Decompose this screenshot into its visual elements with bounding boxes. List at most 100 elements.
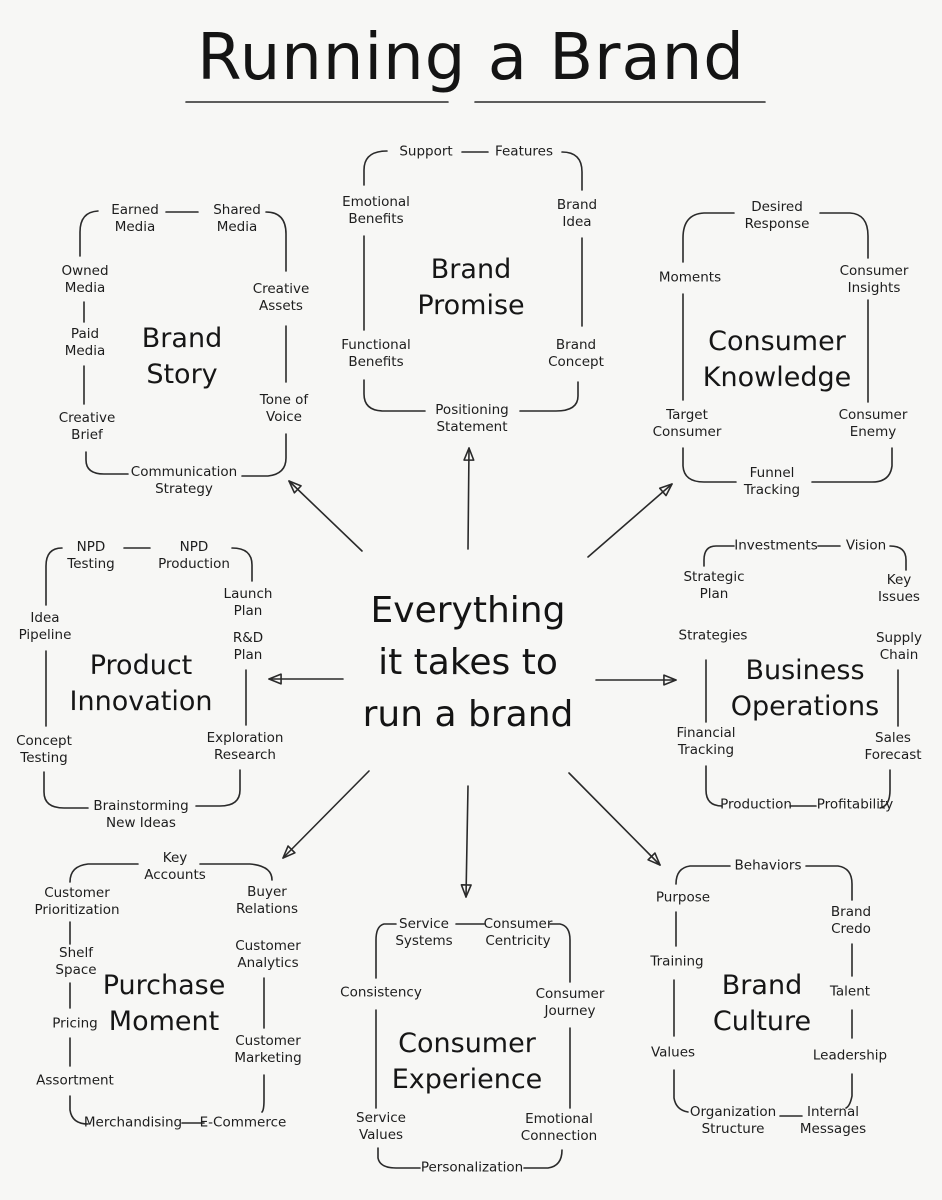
- brand-story-item: Communication Strategy: [130, 464, 238, 497]
- purchase-moment-item: Pricing: [52, 1015, 98, 1032]
- brand-story-item: Earned Media: [111, 202, 159, 235]
- consumer-experience-title: Consumer Experience: [391, 1028, 543, 1095]
- purchase-moment-frame: [69, 863, 139, 883]
- page-title: Running a Brand: [197, 21, 745, 95]
- arrow-shaft: [587, 483, 673, 558]
- product-innovation-item: NPD Production: [158, 539, 230, 572]
- product-innovation-frame: [45, 547, 63, 606]
- brand-culture-item: Purpose: [655, 889, 711, 906]
- consumer-experience-frame: [549, 923, 571, 983]
- central-node: Everything it takes to run a brand: [363, 585, 574, 741]
- arrow-shaft: [465, 785, 469, 898]
- brand-story-item: Creative Brief: [58, 410, 116, 443]
- purchase-moment-item: Merchandising: [83, 1114, 183, 1131]
- brand-promise-title: Brand Promise: [417, 254, 525, 321]
- purchase-moment-item: Customer Analytics: [235, 938, 301, 971]
- consumer-knowledge-frame: [811, 447, 893, 483]
- brand-promise-item: Emotional Benefits: [342, 194, 410, 227]
- product-innovation-item: Idea Pipeline: [18, 610, 72, 643]
- brand-story-frame: [265, 211, 287, 272]
- purchase-moment-item: Assortment: [36, 1072, 114, 1089]
- business-operations-frame: [703, 545, 735, 567]
- product-innovation-item: NPD Testing: [67, 539, 115, 572]
- consumer-experience-item: Consumer Journey: [535, 986, 605, 1019]
- brand-story-item: Paid Media: [64, 326, 106, 359]
- brand-culture-item: Training: [650, 953, 704, 970]
- consumer-experience-item: Service Systems: [395, 916, 453, 949]
- purchase-moment-item: Customer Prioritization: [34, 885, 120, 918]
- central-line-1: Everything: [370, 590, 566, 631]
- arrow-head: [282, 845, 296, 859]
- arrow-head: [268, 673, 282, 685]
- arrow-shaft: [282, 770, 370, 859]
- purchase-moment-frame: [69, 1095, 89, 1125]
- consumer-experience-item: Consumer Centricity: [483, 916, 553, 949]
- brand-story-frame: [241, 433, 287, 477]
- brand-culture-item: Organization Structure: [689, 1104, 777, 1137]
- brand-story-frame: [85, 451, 129, 475]
- consumer-knowledge-item: Consumer Enemy: [838, 407, 908, 440]
- brand-culture-frame: [805, 865, 853, 901]
- consumer-experience-item: Personalization: [420, 1159, 524, 1176]
- brand-culture-item: Leadership: [812, 1047, 888, 1064]
- brand-promise-frame: [363, 379, 426, 412]
- business-operations-frame: [705, 765, 723, 807]
- business-operations-frame: [889, 545, 907, 571]
- brand-promise-frame: [519, 381, 579, 412]
- product-innovation-item: Brainstorming New Ideas: [93, 798, 189, 831]
- business-operations-item: Sales Forecast: [864, 730, 922, 763]
- purchase-moment-frame: [261, 1074, 265, 1113]
- product-innovation-frame: [43, 771, 89, 809]
- arrow-head: [658, 483, 673, 497]
- consumer-experience-item: Consistency: [340, 984, 422, 1001]
- central-line-3: run a brand: [362, 694, 574, 735]
- business-operations-item: Profitability: [816, 796, 894, 813]
- arrow-head: [463, 447, 475, 461]
- purchase-moment-item: Customer Marketing: [234, 1033, 302, 1066]
- brand-promise-frame: [561, 151, 583, 191]
- product-innovation-item: R&D Plan: [232, 630, 264, 663]
- central-line-2: it takes to: [378, 642, 558, 683]
- consumer-knowledge-item: Target Consumer: [652, 407, 722, 440]
- brand-promise-item: Positioning Statement: [435, 402, 509, 435]
- consumer-knowledge-item: Consumer Insights: [839, 263, 909, 296]
- consumer-knowledge-frame: [682, 212, 735, 263]
- brand-story-item: Creative Assets: [252, 281, 310, 314]
- consumer-knowledge-frame: [819, 212, 869, 259]
- purchase-moment-title: Purchase Moment: [102, 970, 226, 1037]
- brand-culture-frame: [675, 865, 731, 885]
- business-operations-item: Strategies: [678, 627, 748, 644]
- consumer-experience-frame: [375, 923, 397, 979]
- consumer-experience-frame: [523, 1149, 563, 1169]
- consumer-knowledge-frame: [682, 447, 737, 483]
- brand-story-item: Shared Media: [213, 202, 261, 235]
- brand-culture-item: Values: [650, 1044, 696, 1061]
- consumer-knowledge-item: Moments: [658, 269, 722, 286]
- consumer-knowledge-title: Consumer Knowledge: [702, 326, 852, 393]
- brand-culture-frame: [845, 1073, 853, 1109]
- arrow-head: [460, 884, 472, 898]
- brand-culture-item: Talent: [829, 983, 871, 1000]
- arrow-head: [647, 852, 661, 866]
- brand-story-title: Brand Story: [141, 323, 223, 390]
- business-operations-item: Vision: [845, 537, 887, 554]
- arrow-shaft: [467, 447, 470, 550]
- business-operations-item: Strategic Plan: [683, 569, 745, 602]
- product-innovation-item: Exploration Research: [206, 730, 284, 763]
- product-innovation-item: Launch Plan: [223, 586, 273, 619]
- brand-promise-item: Brand Concept: [548, 337, 604, 370]
- product-innovation-title: Product Innovation: [69, 650, 213, 717]
- product-innovation-frame: [231, 547, 253, 582]
- brand-story-frame: [79, 210, 99, 257]
- business-operations-item: Financial Tracking: [676, 725, 736, 758]
- purchase-moment-item: E-Commerce: [199, 1114, 287, 1131]
- purchase-moment-frame: [199, 863, 273, 881]
- business-operations-item: Production: [720, 796, 792, 813]
- brand-culture-item: Internal Messages: [799, 1104, 867, 1137]
- arrow-shaft: [568, 772, 661, 866]
- product-innovation-frame: [195, 769, 241, 807]
- business-operations-item: Key Issues: [878, 572, 920, 605]
- brand-promise-item: Features: [494, 143, 554, 160]
- purchase-moment-item: Buyer Relations: [236, 884, 298, 917]
